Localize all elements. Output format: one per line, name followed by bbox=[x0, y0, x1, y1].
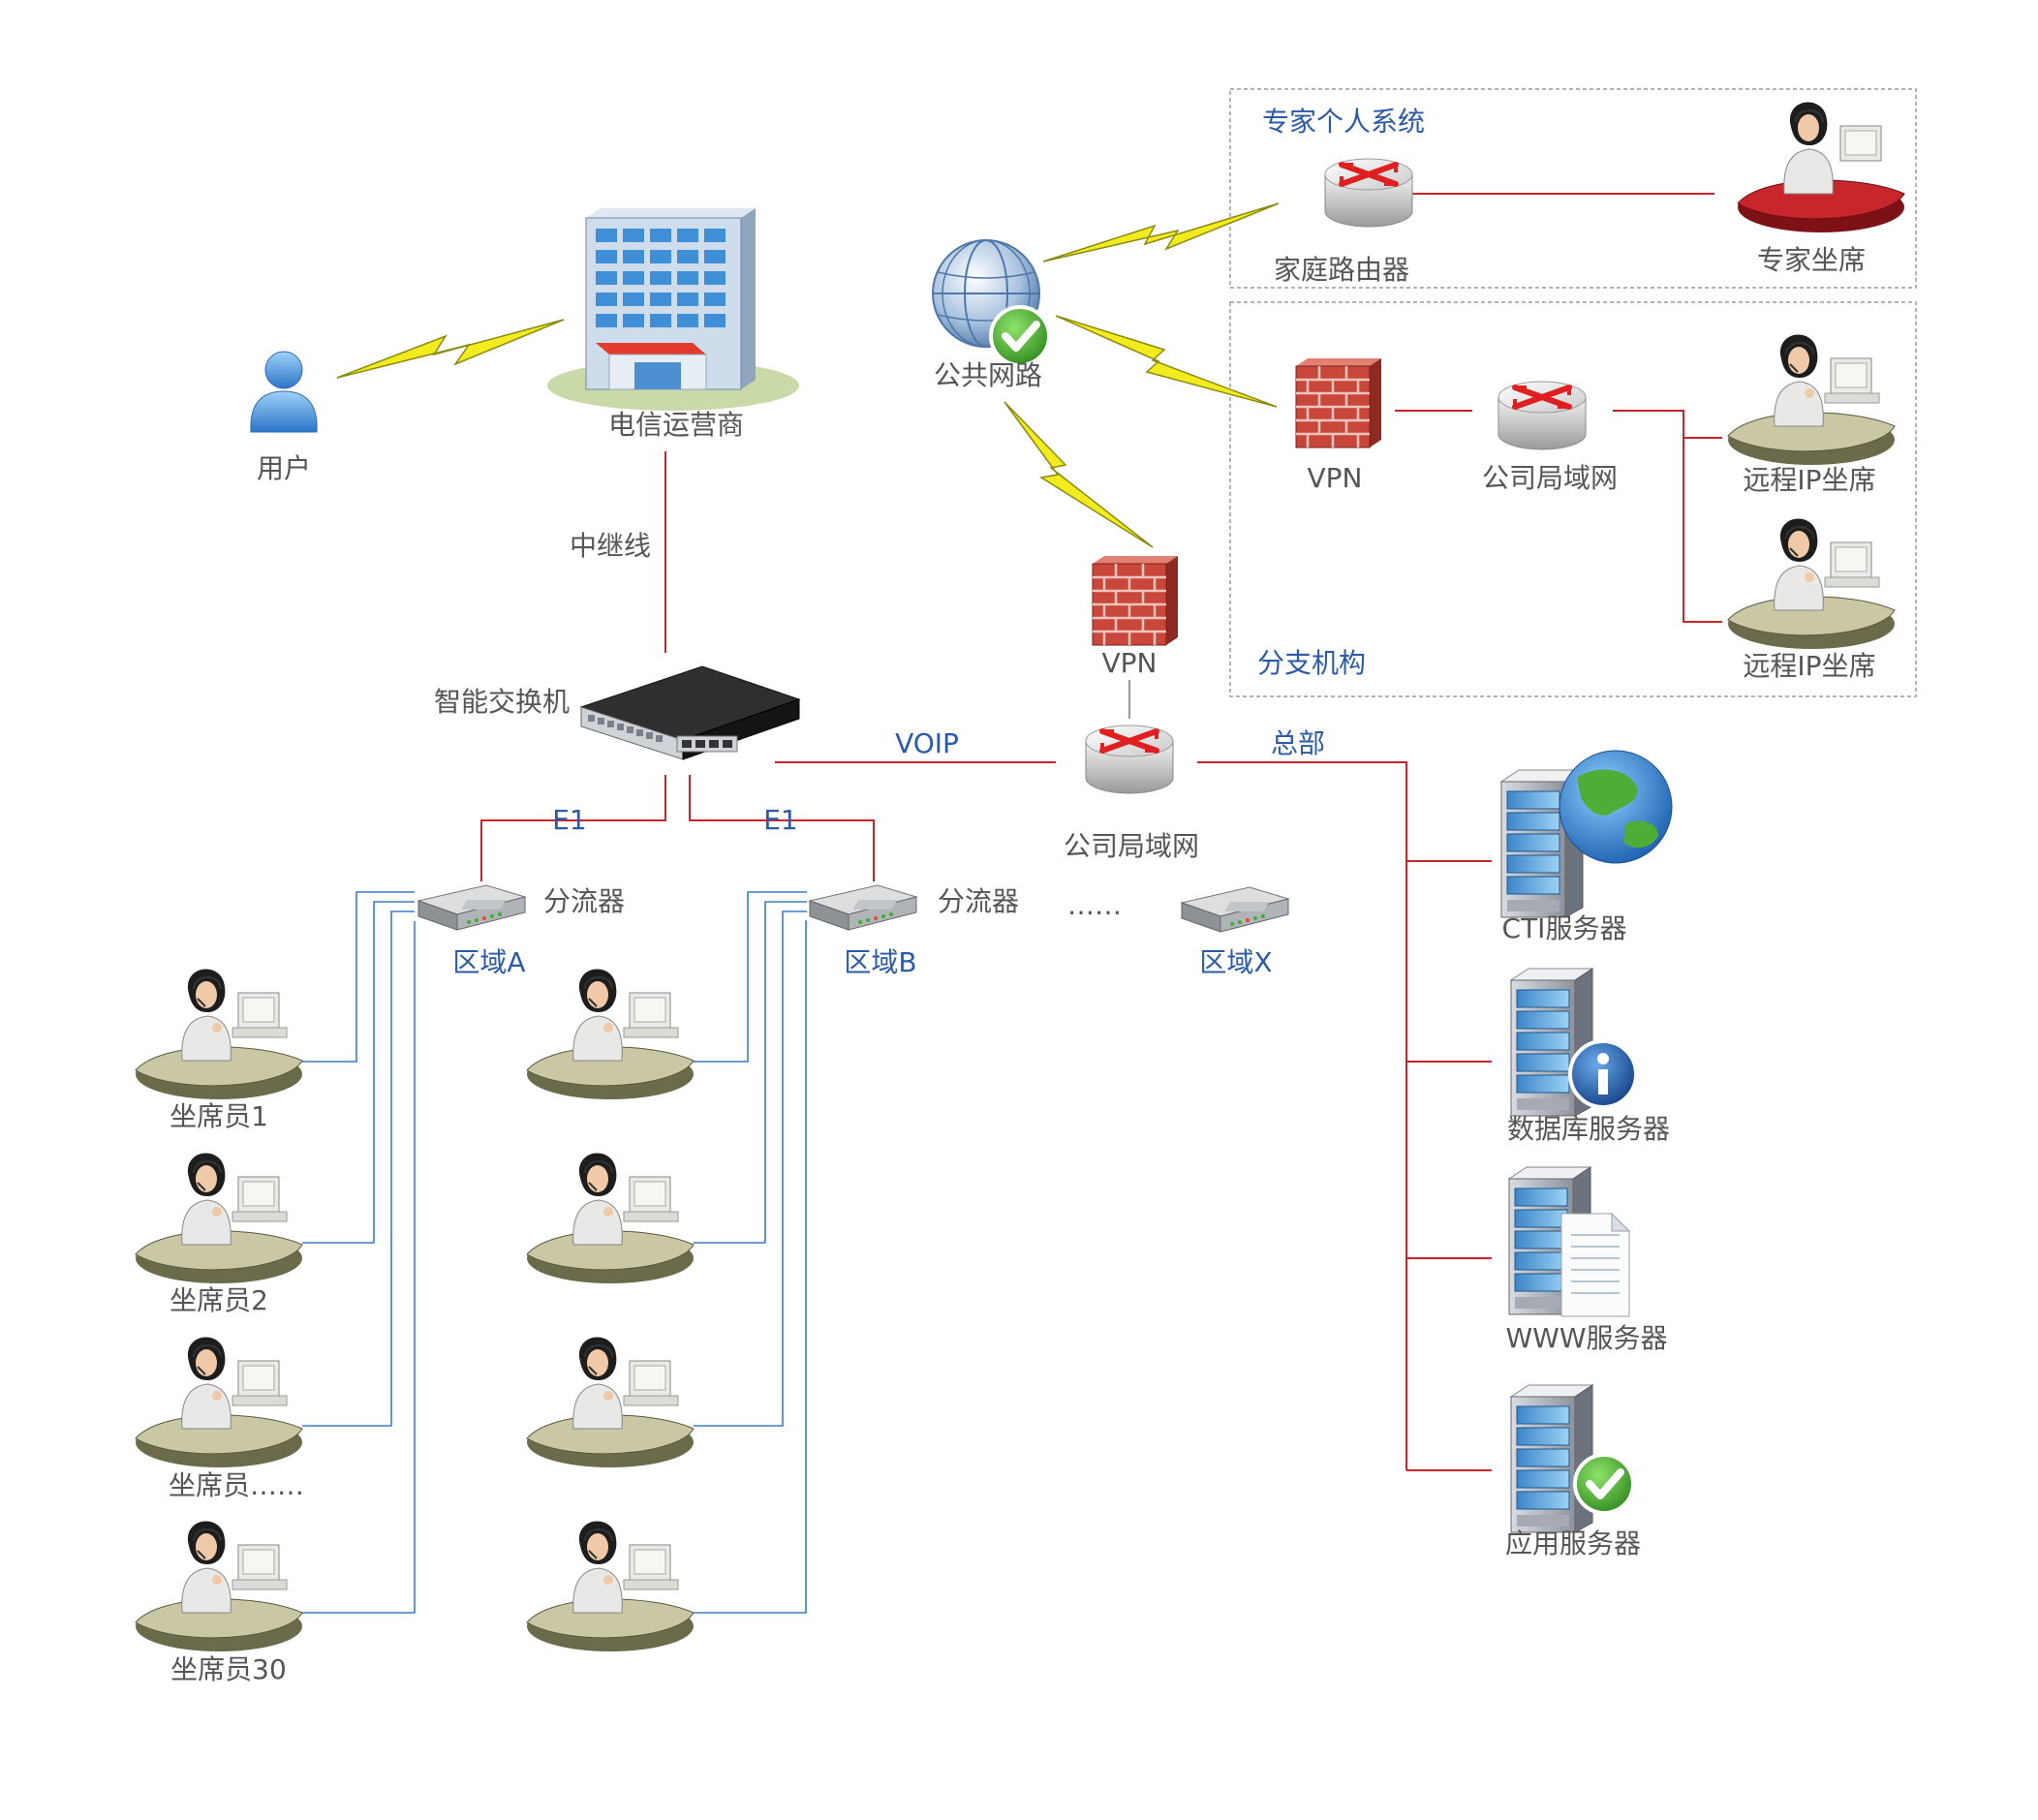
agent-label-4: 坐席员30 bbox=[170, 1653, 287, 1685]
firewall-icon bbox=[1091, 554, 1180, 647]
trunk-label: 中继线 bbox=[570, 530, 651, 562]
agent-icon bbox=[135, 1152, 303, 1284]
remote-seat-label-2: 远程IP坐席 bbox=[1743, 650, 1875, 682]
remote-seat-label-1: 远程IP坐席 bbox=[1743, 464, 1875, 496]
router-icon bbox=[1325, 159, 1412, 227]
home-router-label: 家庭路由器 bbox=[1274, 254, 1409, 286]
agent-icon bbox=[526, 968, 695, 1100]
hq-lan-label: 公司局域网 bbox=[1064, 830, 1199, 862]
agent-label-3: 坐席员…… bbox=[169, 1469, 304, 1501]
agent-icon bbox=[526, 1520, 695, 1652]
branch-vpn-label: VPN bbox=[1308, 462, 1363, 494]
splitter-b-label: 分流器 bbox=[938, 885, 1019, 917]
public-net-label: 公共网路 bbox=[934, 359, 1042, 391]
agent-icon bbox=[1727, 517, 1896, 650]
region-a-label: 区域A bbox=[452, 946, 525, 978]
server-label-4: 应用服务器 bbox=[1505, 1527, 1641, 1559]
splitter-icon bbox=[1181, 886, 1289, 933]
voip-label: VOIP bbox=[895, 727, 959, 759]
switch-label: 智能交换机 bbox=[434, 686, 570, 718]
agent-label-2: 坐席员2 bbox=[170, 1284, 268, 1316]
expert-system-box bbox=[1229, 88, 1917, 289]
splitter-dots: …… bbox=[1067, 889, 1122, 921]
lightning-icon bbox=[336, 202, 1280, 548]
check-icon bbox=[991, 307, 1049, 365]
agent-icon bbox=[1727, 333, 1896, 466]
hq-vpn-label: VPN bbox=[1102, 647, 1158, 679]
building-icon bbox=[547, 208, 799, 411]
router-icon bbox=[1498, 382, 1586, 449]
user-icon bbox=[250, 351, 318, 433]
agent-icon bbox=[135, 1520, 303, 1652]
hq-label: 总部 bbox=[1271, 727, 1325, 759]
e1-left-label: E1 bbox=[552, 804, 587, 836]
agent-label-1: 坐席员1 bbox=[170, 1100, 268, 1132]
router-icon bbox=[1086, 725, 1173, 793]
document-icon bbox=[1560, 1212, 1631, 1317]
firewall-icon bbox=[1294, 356, 1383, 449]
splitter-a-label: 分流器 bbox=[543, 885, 625, 917]
splitter-icon bbox=[417, 884, 526, 931]
switch-icon bbox=[579, 665, 801, 760]
branch-office-box bbox=[1229, 301, 1917, 697]
expert-seat-label: 专家坐席 bbox=[1757, 244, 1866, 276]
agent-icon bbox=[135, 1336, 303, 1468]
e1-right-label: E1 bbox=[763, 804, 798, 836]
blue-links-region-a bbox=[302, 891, 807, 1614]
user-label: 用户 bbox=[257, 452, 311, 484]
info-icon bbox=[1568, 1039, 1638, 1109]
expert-seat-icon bbox=[1737, 102, 1905, 232]
agent-icon bbox=[526, 1336, 695, 1468]
region-b-label: 区域B bbox=[844, 946, 916, 978]
expert-title: 专家个人系统 bbox=[1262, 106, 1425, 138]
region-x-label: 区域X bbox=[1199, 946, 1272, 978]
check-icon bbox=[1575, 1455, 1633, 1513]
server-label-3: WWW服务器 bbox=[1505, 1322, 1667, 1354]
splitter-icon bbox=[809, 884, 917, 931]
agent-icon bbox=[526, 1152, 695, 1284]
server-label-1: CTI服务器 bbox=[1502, 912, 1627, 944]
telecom-label: 电信运营商 bbox=[608, 409, 744, 441]
earth-icon bbox=[1559, 750, 1673, 864]
branch-title: 分支机构 bbox=[1257, 647, 1366, 679]
server-label-2: 数据库服务器 bbox=[1507, 1113, 1670, 1145]
branch-lan-label: 公司局域网 bbox=[1482, 462, 1618, 494]
server-icon bbox=[1510, 1384, 1593, 1533]
agent-icon bbox=[135, 968, 303, 1100]
red-links bbox=[480, 193, 1722, 1471]
